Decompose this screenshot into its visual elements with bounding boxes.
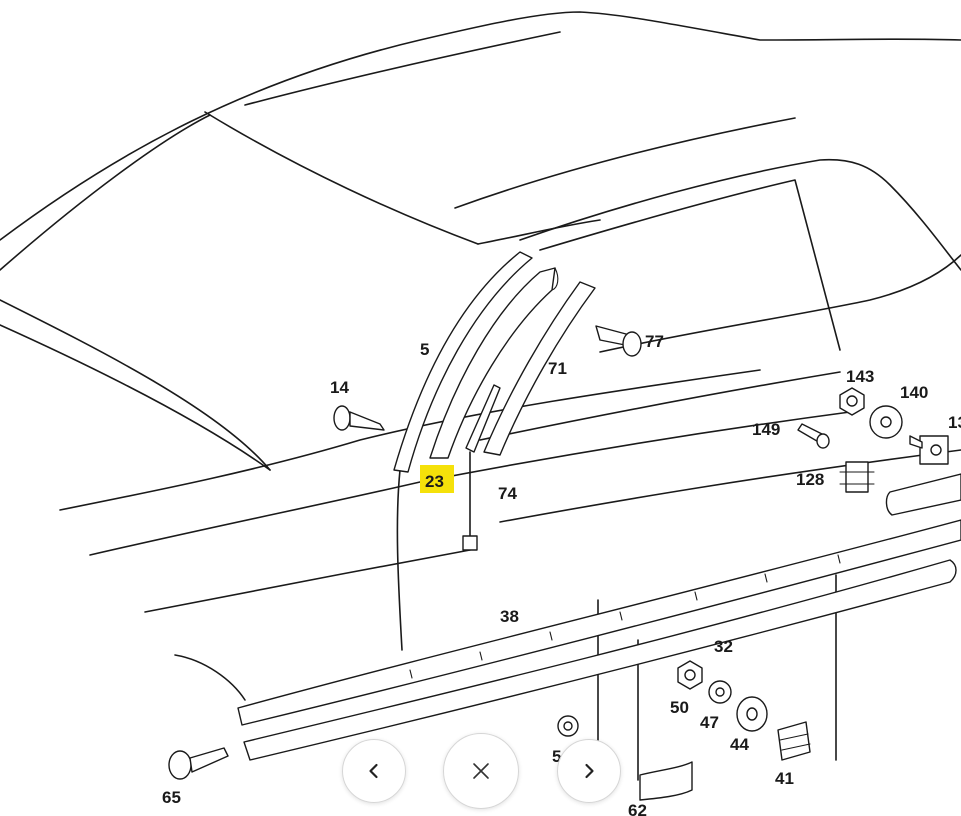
callout-140: 140 xyxy=(900,383,928,402)
callout-74: 74 xyxy=(498,484,517,503)
rocker-mouldings xyxy=(237,473,961,761)
callout-14: 14 xyxy=(330,378,349,397)
callout-149: 149 xyxy=(752,420,780,439)
screw-77-icon xyxy=(595,325,642,357)
chevron-right-icon xyxy=(585,763,594,779)
callout-62: 62 xyxy=(628,801,647,816)
previous-button[interactable] xyxy=(342,739,406,803)
callout-32: 32 xyxy=(714,637,733,656)
washer-44-icon xyxy=(736,696,768,732)
callout-38: 38 xyxy=(500,607,519,626)
clip-128-icon xyxy=(839,461,875,493)
callout-71: 71 xyxy=(548,359,567,378)
callout-5: 5 xyxy=(420,340,429,359)
callout-23: 23 xyxy=(425,472,444,491)
callout-13: 13 xyxy=(948,413,961,432)
fasteners xyxy=(168,325,949,801)
chevron-left-icon xyxy=(369,763,378,779)
callout-47: 47 xyxy=(700,713,719,732)
nut-50-icon xyxy=(677,660,703,690)
screw-65-icon xyxy=(168,747,229,780)
plug-lower-icon xyxy=(557,715,579,737)
callout-50: 50 xyxy=(670,698,689,717)
clip-13-icon xyxy=(909,435,949,465)
callout-labels: 5 14 23 71 74 77 143 140 13 149 128 38 3… xyxy=(162,332,961,816)
callout-77: 77 xyxy=(645,332,664,351)
pin-149-icon xyxy=(797,423,830,449)
screw-14-icon xyxy=(333,405,385,431)
clip-41-icon xyxy=(777,721,811,761)
callout-44: 44 xyxy=(730,735,749,754)
callout-41: 41 xyxy=(775,769,794,788)
bracket-62-icon xyxy=(639,761,693,801)
callout-23-highlight xyxy=(420,465,454,493)
next-button[interactable] xyxy=(557,739,621,803)
callout-65: 65 xyxy=(162,788,181,807)
washer-47-icon xyxy=(708,680,732,704)
callout-128: 128 xyxy=(796,470,824,489)
callout-5-lower: 5 xyxy=(552,747,561,766)
pillar-trims xyxy=(393,251,596,551)
close-icon xyxy=(473,763,489,779)
nut-143-icon xyxy=(839,387,865,416)
callout-143: 143 xyxy=(846,367,874,386)
washer-140-icon xyxy=(869,405,903,439)
close-button[interactable] xyxy=(443,733,519,809)
